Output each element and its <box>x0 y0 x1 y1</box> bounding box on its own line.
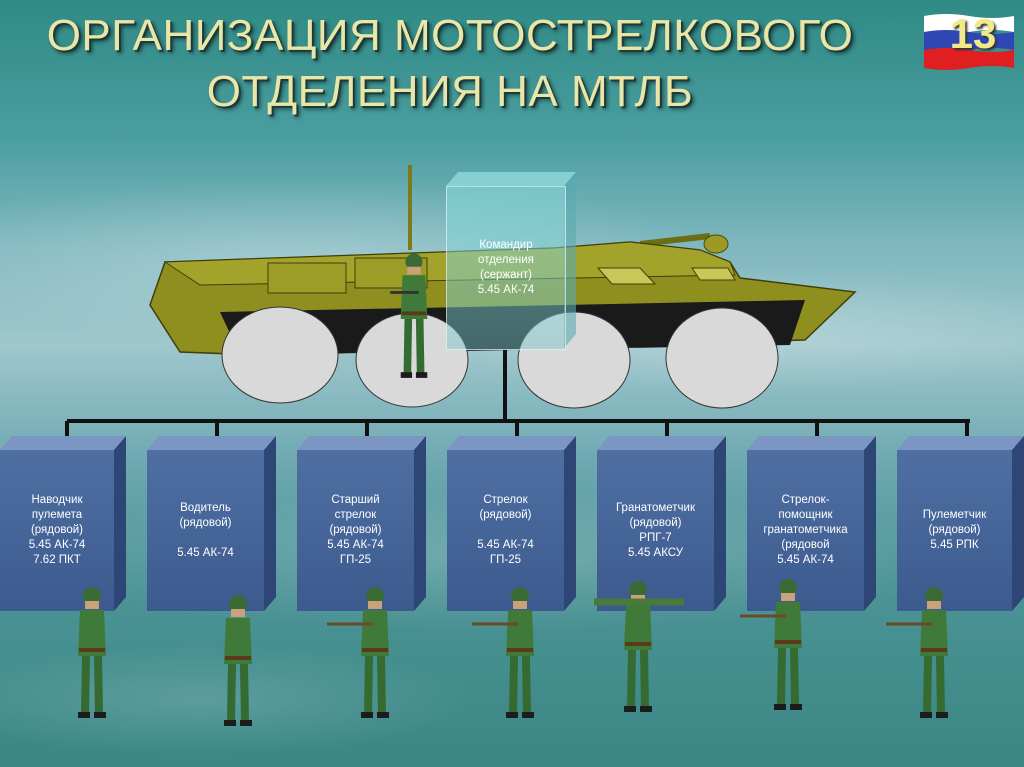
soldier-figure-7 <box>886 587 948 718</box>
slide-number: 13 <box>949 10 997 57</box>
soldier-figure-3 <box>327 587 389 718</box>
org-connectors <box>65 348 970 436</box>
box-3d-edges <box>0 172 1024 611</box>
title-line-1: ОРГАНИЗАЦИЯ МОТОСТРЕЛКОВОГО <box>46 11 854 60</box>
member-label: Стрелок- помощник гранатометчика (рядово… <box>763 494 848 566</box>
member-label: Пулеметчик (рядовой) 5.45 РПК <box>922 509 987 551</box>
soldier-figure-2 <box>224 595 252 726</box>
soldier-commander-figure <box>390 253 428 378</box>
title-line-2: ОТДЕЛЕНИЯ НА МТЛБ <box>206 67 694 116</box>
member-label: Водитель (рядовой) 5.45 АК-74 <box>177 501 234 559</box>
member-box-assistant-grenadier: Стрелок- помощник гранатометчика (рядово… <box>747 450 864 611</box>
russian-flag-icon <box>924 14 1014 70</box>
soldier-figure-4 <box>472 587 534 718</box>
member-box-grenadier: Гранатометчик (рядовой) РПГ-7 5.45 АКСУ <box>597 450 714 611</box>
member-label: Старший стрелок (рядовой) 5.45 АК-74 ГП-… <box>327 494 384 566</box>
member-box-driver: Водитель (рядовой) 5.45 АК-74 <box>147 450 264 611</box>
member-box-machine-gunner: Пулеметчик (рядовой) 5.45 РПК <box>897 450 1012 611</box>
soldier-figure-1 <box>78 587 106 718</box>
commander-label: Командир отделения (сержант) 5.45 АК-74 <box>477 239 535 296</box>
member-box-rifleman: Стрелок (рядовой) 5.45 АК-74 ГП-25 <box>447 450 564 611</box>
member-label: Гранатометчик (рядовой) РПГ-7 5.45 АКСУ <box>615 501 696 559</box>
member-box-machine-gunner-aimer: Наводчик пулемета (рядовой) 5.45 АК-74 7… <box>0 450 114 611</box>
member-label: Стрелок (рядовой) 5.45 АК-74 ГП-25 <box>477 494 534 566</box>
member-box-senior-rifleman: Старший стрелок (рядовой) 5.45 АК-74 ГП-… <box>297 450 414 611</box>
soldier-figure-5 <box>594 581 684 712</box>
member-label: Наводчик пулемета (рядовой) 5.45 АК-74 7… <box>28 494 86 566</box>
commander-box: Командир отделения (сержант) 5.45 АК-74 <box>446 186 566 350</box>
page-title: ОРГАНИЗАЦИЯ МОТОСТРЕЛКОВОГО ОТДЕЛЕНИЯ НА… <box>0 8 900 120</box>
soldier-figure-6 <box>740 579 802 710</box>
